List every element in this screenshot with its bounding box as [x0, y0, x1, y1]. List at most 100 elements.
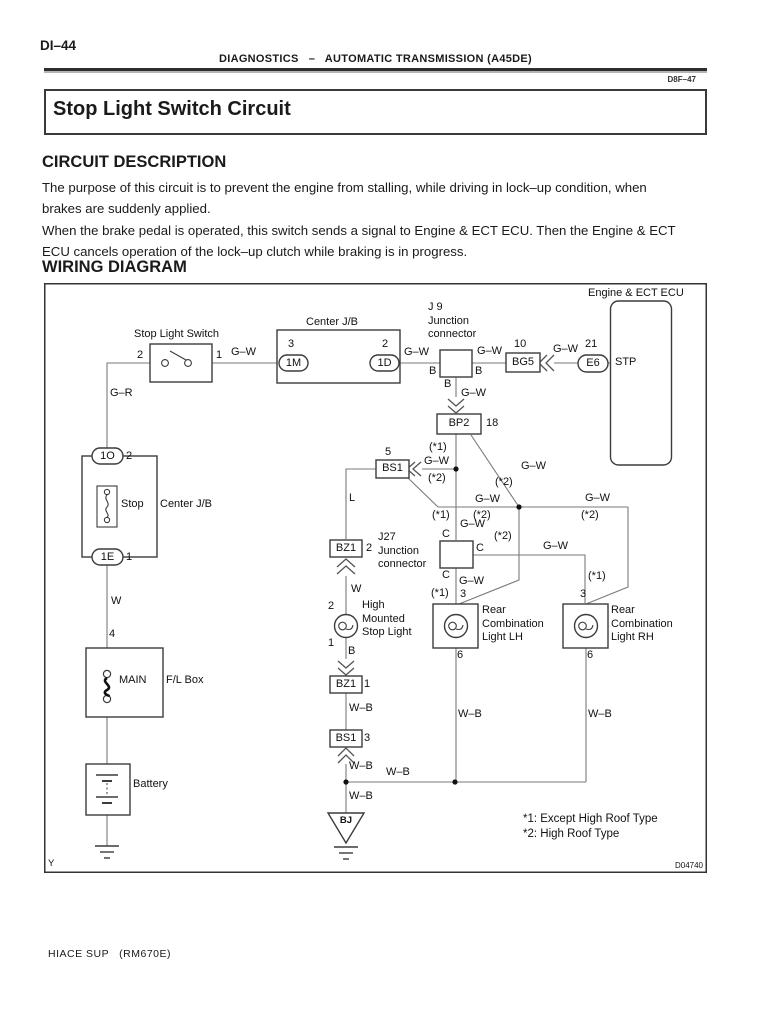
- connector-1o-oval: [91, 447, 124, 465]
- connector-bg5-box: [505, 352, 541, 373]
- j27-pin-c-bottom: C: [442, 569, 450, 581]
- center-jb-left-box: [81, 455, 158, 558]
- wire-label-gw: G–W: [404, 346, 430, 358]
- stop-light-switch-box: [149, 343, 213, 383]
- wiring-diagram-canvas: [44, 283, 707, 873]
- connector-bs1-top-label: BS1: [382, 462, 403, 474]
- chevron-up-icon: [337, 747, 355, 764]
- note-star2: *2: High Roof Type: [523, 828, 620, 840]
- connector-1m: [278, 354, 309, 372]
- e6-pin-21: 21: [585, 338, 598, 350]
- wire-label-wb: W–B: [386, 766, 410, 778]
- footer-text: HIACE SUP (RM670E): [48, 948, 172, 960]
- title-box: [44, 89, 707, 135]
- mark-star2: (*2): [495, 476, 513, 488]
- mark-star2: (*2): [428, 472, 446, 484]
- connector-1d: [369, 354, 400, 372]
- wire-label-gw: G–W: [553, 343, 579, 355]
- fl-box: [85, 647, 164, 718]
- wire-label-gw: G–W: [460, 518, 486, 530]
- wire-label-wb: W–B: [349, 760, 373, 772]
- chevron-down-icon: [447, 398, 465, 414]
- switch-pin-2: 2: [137, 349, 144, 361]
- connector-1m-label: 1M: [285, 357, 302, 369]
- hmsl-pin-2: 2: [328, 600, 335, 612]
- pin-1-1e: 1: [126, 551, 133, 563]
- connector-bz1-bottom-label: BZ1: [335, 678, 357, 690]
- connector-bs1-bottom-label: BS1: [335, 732, 357, 744]
- bs1-top-pin-5: 5: [385, 446, 392, 458]
- mark-star1: (*1): [588, 570, 606, 582]
- page-title: Stop Light Switch Circuit: [53, 98, 291, 120]
- j9-junction-box: [439, 349, 473, 378]
- circuit-description-para2: When the brake pedal is operated, this s…: [42, 223, 676, 259]
- ecu-label: Engine & ECT ECU: [588, 287, 684, 299]
- j27-junction-label: J27 Junction connector: [378, 531, 427, 570]
- wiring-diagram-heading: WIRING DIAGRAM: [42, 258, 187, 276]
- pin-2-1o: 2: [126, 450, 133, 462]
- j27-junction-box: [439, 540, 474, 569]
- switch-blade: [169, 350, 187, 361]
- ecu-terminal-stp: STP: [615, 356, 637, 368]
- connector-bg5-label: BG5: [511, 356, 534, 368]
- connector-1d-label: 1D: [377, 357, 392, 369]
- note-star1: *1: Except High Roof Type: [523, 813, 658, 825]
- hmsl-pin-1: 1: [328, 637, 335, 649]
- wire-label-gw: G–W: [477, 345, 503, 357]
- connector-1o-label: 1O: [100, 450, 115, 462]
- wire-label-gw: G–W: [543, 540, 569, 552]
- wire-label-wb: W–B: [349, 790, 373, 802]
- wire-label-wb: W–B: [349, 702, 373, 714]
- connector-1e-label: 1E: [100, 551, 115, 563]
- bz1-bottom-pin-1: 1: [364, 678, 371, 690]
- diagram-code: D04740: [674, 861, 703, 870]
- rear-combination-light-lh-label: Rear Combination Light LH: [482, 604, 544, 643]
- wire-label-b: B: [348, 645, 356, 657]
- connector-e6-label: E6: [586, 357, 600, 369]
- page-header: DIAGNOSTICS – AUTOMATIC TRANSMISSION (A4…: [218, 53, 533, 65]
- bs1-bottom-pin-3: 3: [364, 732, 371, 744]
- j27-pin-c-top: C: [442, 528, 450, 540]
- mark-star1: (*1): [432, 509, 450, 521]
- battery-label: Battery: [133, 778, 168, 790]
- main-fusible-link-symbol: [102, 669, 112, 704]
- wire-label-gw: G–W: [424, 455, 450, 467]
- circuit-description-heading: CIRCUIT DESCRIPTION: [42, 153, 227, 171]
- bulb-symbol-lh: [443, 613, 469, 639]
- stop-fuse-box: [96, 485, 118, 528]
- connector-bz1-bottom-box: [329, 675, 363, 694]
- connector-e6-oval: [577, 354, 609, 373]
- battery-box: [85, 763, 131, 816]
- connector-bp2-box: [436, 413, 482, 435]
- j9-pin-b-bottom: B: [444, 378, 452, 390]
- fl-pin-4: 4: [109, 628, 116, 640]
- stop-light-switch-label: Stop Light Switch: [134, 328, 219, 340]
- wire-label-gw: G–W: [585, 492, 611, 504]
- center-jb-top-label: Center J/B: [306, 316, 358, 328]
- page-code: D8F–47: [667, 75, 696, 84]
- wire-label-gw: G–W: [461, 387, 487, 399]
- wire-label-wb: W–B: [458, 708, 482, 720]
- wire-label-w: W: [351, 583, 362, 595]
- connector-1e-oval: [91, 548, 124, 566]
- mark-star1: (*1): [431, 587, 449, 599]
- frame-corner-label: Y: [48, 858, 55, 869]
- rh-pin-6: 6: [587, 649, 594, 661]
- ground-icon: [334, 846, 358, 860]
- mark-star2: (*2): [473, 509, 491, 521]
- battery-symbol: [96, 774, 118, 804]
- wire-label-gr: G–R: [110, 387, 133, 399]
- connector-bs1-top-box: [375, 459, 410, 479]
- connector-bp2-label: BP2: [448, 417, 470, 429]
- pin-3-1m: 3: [288, 338, 295, 350]
- diagram-frame: [44, 283, 707, 873]
- stop-fuse-label: Stop: [121, 498, 144, 510]
- j9-junction-label: J 9 Junction connector: [428, 301, 477, 340]
- bulb-symbol-rh: [573, 613, 599, 639]
- main-fuse-label: MAIN: [119, 674, 147, 686]
- wire-label-gw: G–W: [475, 493, 501, 505]
- rear-combination-light-rh-label: Rear Combination Light RH: [611, 604, 673, 643]
- wire-label-w: W: [111, 595, 122, 607]
- wire-label-l: L: [349, 492, 356, 504]
